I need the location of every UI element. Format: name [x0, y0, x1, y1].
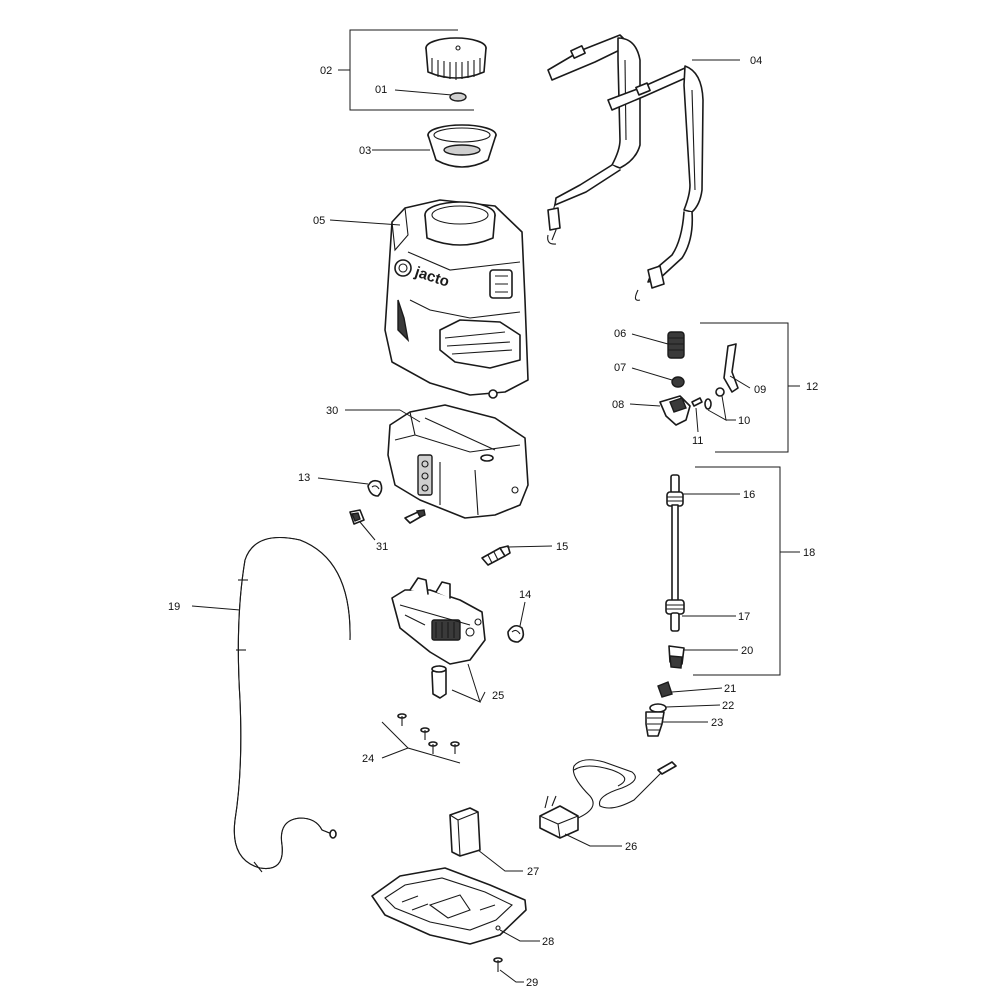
- callout-21: 21: [724, 683, 736, 695]
- callout-19: 19: [168, 601, 180, 613]
- lance-fitting-part-17: [665, 599, 736, 632]
- callout-11: 11: [692, 435, 703, 447]
- spring-part-10: [704, 387, 736, 421]
- callout-17: 17: [738, 611, 750, 623]
- valve-body-part-08: [629, 395, 691, 426]
- filter-basket-part: [372, 124, 497, 168]
- callout-12: 12: [806, 381, 818, 393]
- lid-gasket-part: [394, 89, 467, 102]
- callout-30: 30: [326, 405, 338, 417]
- callout-15: 15: [556, 541, 568, 553]
- screw-a: [397, 713, 407, 726]
- hose-clamp-part-14: [507, 601, 526, 643]
- callout-29: 29: [526, 977, 538, 989]
- callout-13: 13: [298, 472, 310, 484]
- cap-assembly-bracket: [338, 29, 474, 111]
- nozzle-seal-part-22: [649, 703, 721, 713]
- callout-04: 04: [750, 55, 762, 67]
- callout-16: 16: [743, 489, 755, 501]
- screw-c: [428, 741, 438, 754]
- base-tray-part: [371, 867, 540, 945]
- screw-b: [420, 727, 430, 740]
- pump-housing-part: [345, 404, 529, 519]
- nozzle-tip-part-21: [657, 681, 723, 698]
- callout-14: 14: [519, 589, 531, 601]
- callout-31: 31: [376, 541, 388, 553]
- connector-part-31: [349, 509, 376, 541]
- callout-24: 24: [362, 753, 374, 765]
- tank-part: jacto: [329, 199, 529, 399]
- callout-27: 27: [527, 866, 539, 878]
- callout-28: 28: [542, 936, 554, 948]
- callout-20: 20: [741, 645, 753, 657]
- nut-part-07: [631, 367, 685, 388]
- nozzle-adapter-part-20: [668, 645, 738, 669]
- handle-grip-part-06: [631, 331, 685, 359]
- callout-05: 05: [313, 215, 325, 227]
- charger-part: [539, 759, 677, 847]
- callout-03: 03: [359, 145, 371, 157]
- callout-10: 10: [738, 415, 750, 427]
- screw-part-29: [493, 957, 524, 983]
- callout-07: 07: [614, 362, 626, 374]
- lance-group-bracket: [693, 466, 800, 676]
- nozzle-body-part-23: [645, 711, 708, 737]
- callout-08: 08: [612, 399, 624, 411]
- pin-part-11: [691, 397, 703, 433]
- screw-d: [450, 741, 460, 754]
- shoulder-straps-part: [547, 34, 740, 301]
- valve-group-bracket: [700, 322, 800, 453]
- callout-25: 25: [492, 690, 504, 702]
- tank-lid-part: [425, 37, 487, 80]
- callout-01: 01: [375, 84, 387, 96]
- callout-06: 06: [614, 328, 626, 340]
- callout-22: 22: [722, 700, 734, 712]
- lance-tube-part-16: [666, 474, 740, 604]
- callout-labels: 02 01 03 04 05 06 07 08 09 10 11 12 13 1…: [168, 55, 818, 989]
- screws-part-24: [381, 713, 461, 764]
- callout-09: 09: [754, 384, 766, 396]
- hose-part: [191, 536, 351, 873]
- hose-clamp-part-13: [317, 477, 383, 497]
- callout-18: 18: [803, 547, 815, 559]
- battery-part: [449, 807, 523, 872]
- nipple-fitting-part-15: [481, 545, 553, 566]
- callout-26: 26: [625, 841, 637, 853]
- trigger-part-09: [723, 343, 751, 393]
- callout-02: 02: [320, 65, 332, 77]
- small-fitting-part: [404, 509, 426, 524]
- pump-manifold-part: [391, 577, 486, 703]
- callout-23: 23: [711, 717, 723, 729]
